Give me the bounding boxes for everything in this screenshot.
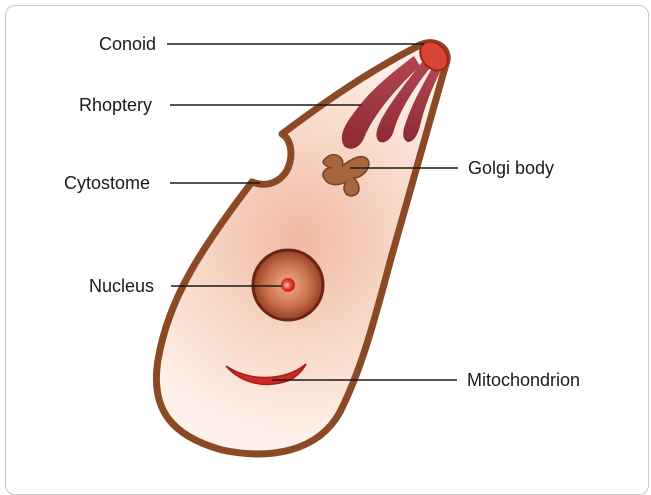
label-conoid: Conoid bbox=[99, 34, 156, 54]
nucleolus bbox=[281, 278, 295, 292]
label-nucleus: Nucleus bbox=[89, 276, 154, 296]
label-mitochondrion: Mitochondrion bbox=[467, 370, 580, 390]
label-rhoptery: Rhoptery bbox=[79, 95, 152, 115]
apicomplexan-cell-diagram: Conoid Rhoptery Cytostome Golgi body Nuc… bbox=[0, 0, 651, 481]
label-cytostome: Cytostome bbox=[64, 173, 150, 193]
label-golgi-body: Golgi body bbox=[468, 158, 554, 178]
